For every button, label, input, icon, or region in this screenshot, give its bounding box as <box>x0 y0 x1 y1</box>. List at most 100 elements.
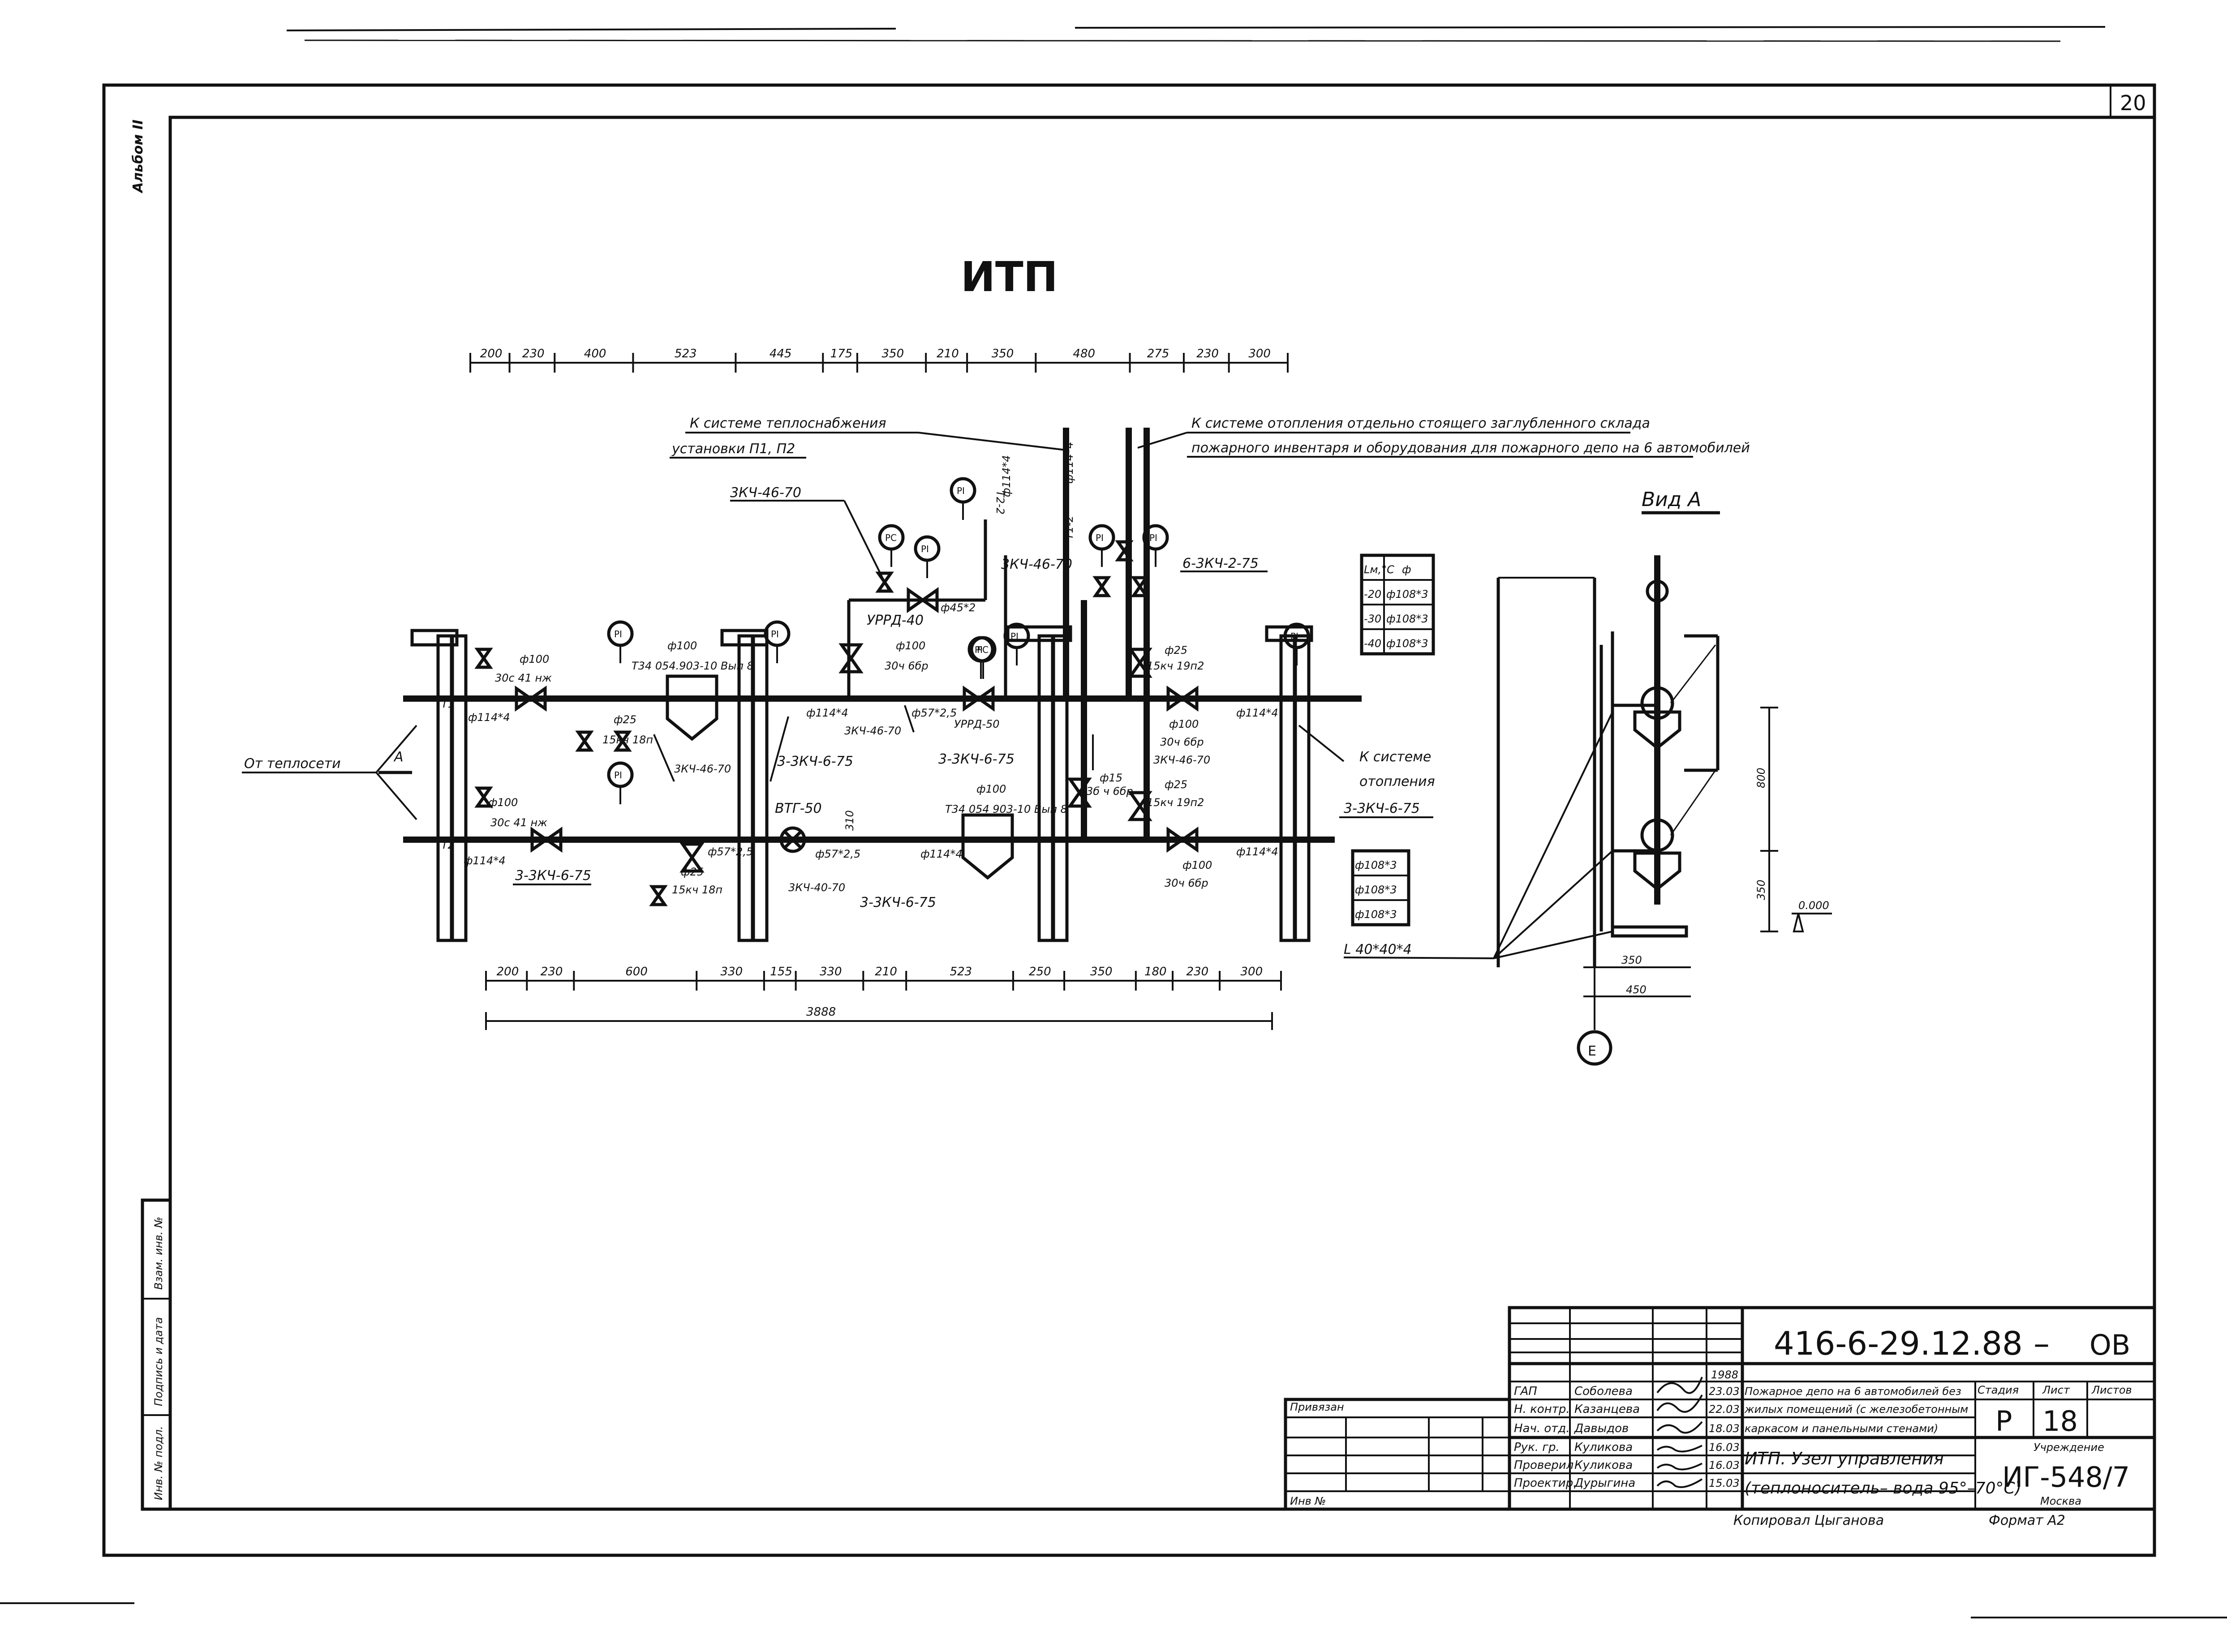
label-d114-v2: ф114*4 <box>1063 442 1075 484</box>
top-dim-3: 523 <box>675 347 697 360</box>
label-3-3kch6-d: 3-3КЧ-6-75 <box>860 895 936 910</box>
label-d57-b: ф57*2,5 <box>708 845 753 858</box>
label-15kch18-b: 15кч 18п <box>672 884 722 896</box>
note-heating-fire-2: пожарного инвентаря и оборудования для п… <box>1191 440 1750 456</box>
label-d114-t2: ф114*4 <box>464 854 506 867</box>
bottom-dim-1: 230 <box>541 965 563 978</box>
label-d25-4: ф25 <box>681 866 704 878</box>
gauge-label: PI <box>1096 532 1104 543</box>
top-dim-10: 275 <box>1147 347 1169 360</box>
label-d100-6: ф100 <box>1182 859 1212 871</box>
pipe-table-r0-c0: -20 <box>1364 588 1381 601</box>
tb-role-3: Рук. гр. <box>1514 1441 1560 1454</box>
inner-frame <box>168 116 2156 1511</box>
label-3kch40: 3КЧ-40-70 <box>788 881 845 894</box>
bottom-dim-9: 350 <box>1090 965 1113 978</box>
note-to-heating-3: 3-3КЧ-6-75 <box>1344 801 1420 816</box>
label-d114-c: ф114*4 <box>920 848 963 860</box>
tb-stage-label: Стадия <box>1978 1384 2019 1396</box>
label-30ch6br-b: 30ч 6бр <box>1160 736 1204 748</box>
gauge-label: PC <box>885 532 897 543</box>
bottom-dim-11: 230 <box>1187 965 1209 978</box>
bottom-dim-2: 600 <box>625 965 648 978</box>
label-d114-t1: ф114*4 <box>468 711 510 724</box>
gauge-label: PI <box>1290 631 1298 642</box>
label-h310: 310 <box>843 810 856 831</box>
label-d114-v1: ф114*4 <box>1000 455 1013 497</box>
valve-symbol <box>1131 576 1149 597</box>
valve-symbol <box>1127 791 1152 821</box>
tb-date-5: 15.03 <box>1709 1477 1740 1489</box>
left-stamp-column: Инв. № подл. Подпись и дата Взам. инв. № <box>141 1198 172 1511</box>
left-label-1: Подпись и дата <box>152 1317 165 1406</box>
gauge-label: PI <box>957 485 965 496</box>
view-marker-a: А <box>393 749 404 765</box>
right-pipe-0: ф108*3 <box>1355 859 1397 871</box>
tb-city: Москва <box>2040 1495 2081 1507</box>
pipe-table-r2-c1: ф108*3 <box>1386 637 1428 650</box>
view-a-level: 0.000 <box>1798 899 1829 912</box>
tb-role-4: Проверил <box>1514 1459 1574 1472</box>
top-dim-0: 200 <box>480 347 503 360</box>
gauge-label: PI <box>614 770 622 781</box>
label-d25-3: ф25 <box>1165 778 1187 791</box>
right-pipe-2: ф108*3 <box>1355 908 1397 921</box>
tb-sheet-title-2: (теплоноситель– вода 95°–70°С) <box>1745 1479 2021 1498</box>
valve-symbol <box>649 885 668 906</box>
valve-symbol <box>907 587 939 614</box>
tb-section: ОВ <box>2089 1329 2130 1361</box>
bottom-dim-7: 523 <box>950 965 972 978</box>
tb-date-0: 23.03 <box>1709 1385 1740 1398</box>
gauge-label: PI <box>1010 631 1019 642</box>
top-dim-6: 350 <box>882 347 904 360</box>
top-dim-4: 445 <box>770 347 792 360</box>
tb-name-4: Куликова <box>1574 1459 1633 1472</box>
label-d100-5: ф100 <box>976 783 1006 795</box>
pipe-size-table: Lм,°С ф -20 ф108*3 -30 ф108*3 -40 ф108*3 <box>1360 554 1435 656</box>
tb-description-3: каркасом и панельными стенами) <box>1745 1422 1938 1435</box>
tb-description-1: Пожарное депо на 6 автомобилей без <box>1745 1385 1961 1398</box>
tb-sheet-label: Лист <box>2042 1384 2070 1396</box>
label-d15: ф15 <box>1100 772 1122 784</box>
label-t2: Т2 <box>441 839 455 851</box>
label-d25-1: ф25 <box>614 713 636 726</box>
pipe-table-header-1: ф <box>1402 563 1411 576</box>
label-3-3kch6-c: 3-3КЧ-6-75 <box>515 868 591 884</box>
note-heating-fire-1: К системе отопления отдельно стоящего за… <box>1191 416 1650 431</box>
support-columns <box>410 625 1313 942</box>
bottom-dim-12: 300 <box>1241 965 1263 978</box>
label-t1-2: Т1-2 <box>1063 515 1075 540</box>
view-a-dim-450: 450 <box>1626 983 1647 996</box>
tb-org: ИГ-548/7 <box>2002 1461 2130 1493</box>
label-30ch6br: 30ч 6бр <box>885 660 929 672</box>
label-d100-3: ф100 <box>896 639 925 652</box>
right-pipe-1: ф108*3 <box>1355 884 1397 896</box>
top-dim-12: 300 <box>1248 347 1271 360</box>
note-heat-supply-2: установки П1, П2 <box>671 441 795 457</box>
label-30c41-b: 30с 41 нж <box>490 816 547 829</box>
leader-lines <box>653 705 1345 782</box>
top-dim-2: 400 <box>584 347 606 360</box>
label-mud-t2: Т34 054 903-10 Вып 8 <box>945 803 1067 815</box>
tb-role-2: Нач. отд. <box>1514 1422 1570 1435</box>
view-a-title: Вид А <box>1642 488 1701 511</box>
label-30c41: 30с 41 нж <box>495 672 552 684</box>
label-d100-1: ф100 <box>520 653 549 665</box>
label-3kch46-d: 3КЧ-46-70 <box>1153 754 1210 766</box>
label-t2-2: Т2-2 <box>994 490 1006 515</box>
gauge-label: PI <box>614 629 622 639</box>
bottom-dim-4: 155 <box>770 965 792 978</box>
label-15kch19p-a: 15кч 19п2 <box>1147 660 1204 672</box>
top-dim-8: 350 <box>992 347 1014 360</box>
top-dim-1: 230 <box>522 347 545 360</box>
bottom-dim-0: 200 <box>497 965 519 978</box>
label-3-8ch6br: 3б ч 6бр <box>1086 785 1133 798</box>
format-label: Формат А2 <box>1989 1513 2065 1528</box>
bottom-dim-8: 250 <box>1029 965 1051 978</box>
component-labels: 3КЧ-46-70 УРРД-40 ф45*2 3КЧ-46-70 Т2-2 ф… <box>441 442 1278 910</box>
tb-role-5: Проектир. <box>1514 1476 1577 1490</box>
copied-by: Копировал Цыганова <box>1733 1513 1884 1528</box>
